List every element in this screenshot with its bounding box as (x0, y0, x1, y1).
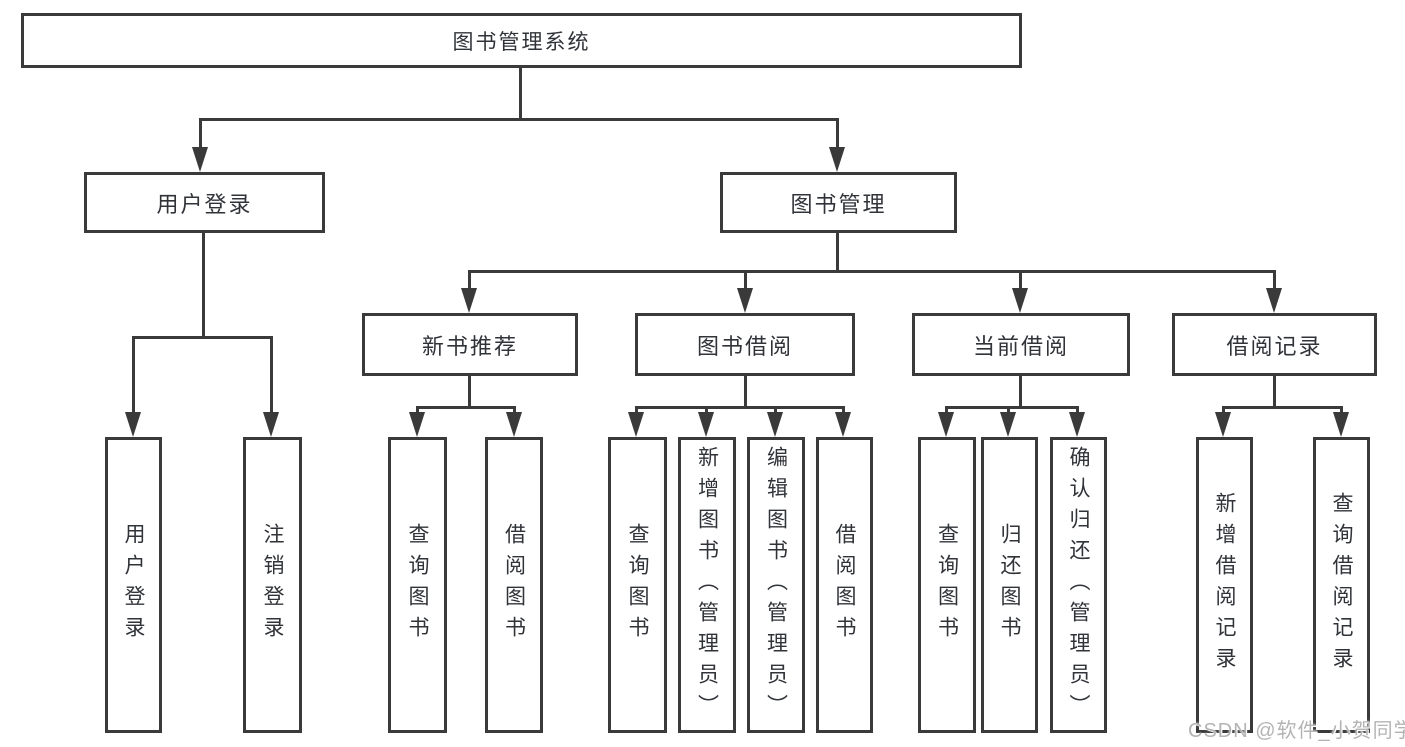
watermark: CSDN @软件_小贺同学 (1188, 720, 1405, 742)
arrow-down-icon (1266, 288, 1282, 313)
connector-stem (202, 233, 205, 336)
arrow-down-icon (506, 412, 522, 437)
connector-bar (199, 118, 839, 121)
connector-stem (744, 376, 747, 406)
leaf-add-borrow-record: 新增借阅记录 (1196, 437, 1253, 733)
leaf-logout: 注销登录 (243, 437, 302, 733)
connector-stem (836, 233, 839, 270)
arrow-down-icon (1012, 288, 1028, 313)
leaf-borrow-books: 借阅图书 (816, 437, 873, 733)
node-current-borrow: 当前借阅 (912, 313, 1130, 376)
node-label: 图书管理系统 (452, 30, 591, 54)
connector-drop (468, 270, 471, 288)
connector-drop (705, 406, 708, 414)
node-new-book-recommend: 新书推荐 (362, 313, 578, 376)
leaf-user-login: 用户登录 (105, 437, 162, 733)
connector-bar (945, 406, 1079, 409)
node-label: 图书管理 (790, 191, 887, 217)
connector-drop (1007, 406, 1010, 414)
node-label: 借阅记录 (1226, 333, 1323, 359)
connector-bar (468, 270, 1276, 273)
connector-stem (1273, 376, 1276, 406)
connector-stem (468, 376, 471, 406)
arrow-down-icon (737, 288, 753, 313)
leaf-return-book: 归还图书 (981, 437, 1038, 733)
node-label: 用户登录 (122, 523, 145, 647)
arrow-down-icon (767, 412, 783, 437)
connector-drop (1222, 406, 1225, 414)
connector-drop (1076, 406, 1079, 414)
arrow-down-icon (698, 412, 714, 437)
arrow-down-icon (192, 147, 208, 172)
connector-drop (513, 406, 516, 414)
node-label: 查询借阅记录 (1330, 492, 1353, 678)
connector-drop (1340, 406, 1343, 414)
arrow-down-icon (1069, 412, 1085, 437)
connector-drop (132, 336, 135, 412)
node-label: 用户登录 (156, 191, 253, 217)
connector-stem (1019, 376, 1022, 406)
node-label: 查询图书 (626, 523, 649, 647)
node-label: 新增图书（管理员） (695, 445, 719, 725)
node-borrow-records: 借阅记录 (1172, 313, 1377, 376)
node-label: 注销登录 (261, 523, 284, 647)
connector-drop (270, 336, 273, 412)
connector-drop (1273, 270, 1276, 288)
connector-drop (199, 118, 202, 147)
node-root: 图书管理系统 (21, 13, 1022, 68)
leaf-edit-book-admin: 编辑图书（管理员） (747, 437, 805, 733)
arrow-down-icon (125, 412, 141, 437)
leaf-add-book-admin: 新增图书（管理员） (678, 437, 736, 733)
arrow-down-icon (628, 412, 644, 437)
connector-drop (744, 270, 747, 288)
leaf-query-books-recommend: 查询图书 (388, 437, 447, 733)
arrow-down-icon (835, 412, 851, 437)
leaf-borrow-books-recommend: 借阅图书 (485, 437, 543, 733)
connector-drop (635, 406, 638, 414)
connector-drop (1019, 270, 1022, 288)
node-label: 归还图书 (998, 523, 1021, 647)
arrow-down-icon (1000, 412, 1016, 437)
node-label: 编辑图书（管理员） (764, 445, 788, 725)
arrow-down-icon (409, 412, 425, 437)
arrow-down-icon (1333, 412, 1349, 437)
arrow-down-icon (1215, 412, 1231, 437)
node-label: 查询图书 (935, 523, 959, 647)
node-book-management: 图书管理 (720, 172, 957, 233)
arrow-down-icon (461, 288, 477, 313)
connector-bar (132, 336, 273, 339)
connector-bar (635, 406, 845, 409)
leaf-query-books-borrow: 查询图书 (608, 437, 667, 733)
arrow-down-icon (938, 412, 954, 437)
leaf-query-borrow-record: 查询借阅记录 (1313, 437, 1370, 733)
connector-drop (416, 406, 419, 414)
node-label: 当前借阅 (972, 333, 1069, 359)
connector-stem (519, 68, 522, 118)
connector-drop (842, 406, 845, 414)
arrow-down-icon (263, 412, 279, 437)
node-label: 新增借阅记录 (1213, 492, 1236, 678)
node-user-login: 用户登录 (84, 172, 325, 233)
connector-drop (774, 406, 777, 414)
node-label: 确认归还（管理员） (1067, 445, 1090, 725)
node-label: 查询图书 (406, 523, 429, 647)
node-book-borrow: 图书借阅 (635, 313, 855, 376)
node-label: 图书借阅 (696, 333, 793, 359)
connector-bar (416, 406, 516, 409)
connector-drop (945, 406, 948, 414)
connector-drop (836, 118, 839, 147)
node-label: 新书推荐 (421, 333, 518, 359)
arrow-down-icon (829, 147, 845, 172)
connector-bar (1222, 406, 1343, 409)
leaf-confirm-return-admin: 确认归还（管理员） (1050, 437, 1107, 733)
node-label: 借阅图书 (502, 523, 526, 647)
node-label: 借阅图书 (833, 523, 856, 647)
leaf-query-books-current: 查询图书 (918, 437, 976, 733)
